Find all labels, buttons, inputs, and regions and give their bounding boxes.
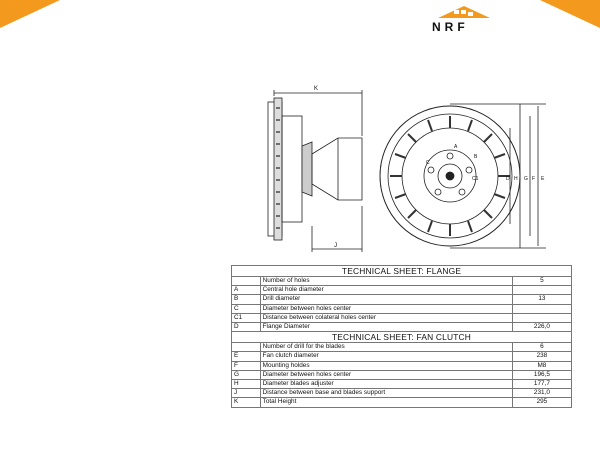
row-label: Mounting holdes — [259, 360, 513, 371]
row-label: Drill diameter — [259, 294, 513, 305]
row-label: Number of holes — [259, 275, 513, 287]
table-row: K Total Height 295 — [231, 397, 573, 408]
row-label: Distance between base and blades support — [259, 388, 513, 399]
dim-label-d: D — [506, 176, 510, 182]
row-value: M8 — [511, 360, 573, 371]
row-value: 226,0 — [511, 322, 573, 333]
table-row: G Diameter between holes center 196,5 — [231, 369, 573, 381]
dim-label-j: J — [334, 243, 337, 249]
row-code: H — [231, 379, 261, 390]
dim-label-c: C — [426, 160, 430, 166]
row-code: C1 — [231, 312, 261, 324]
orange-corner-banner-right — [540, 0, 600, 28]
row-label: Total Height — [259, 397, 513, 408]
orange-corner-banner-left — [0, 0, 60, 28]
row-code — [231, 342, 261, 353]
dim-label-g: G — [524, 176, 528, 182]
front-view — [379, 103, 546, 249]
row-code: J — [231, 388, 261, 399]
row-label: Central hole diameter — [259, 285, 513, 296]
flange-header-row: TECHNICAL SHEET: FLANGE — [231, 265, 572, 277]
table-row: H Diameter blades adjuster 177,7 — [231, 379, 573, 390]
fan-clutch-title: TECHNICAL SHEET: FAN CLUTCH — [231, 331, 572, 344]
nrf-logo-icon — [432, 6, 496, 36]
technical-drawing: K J A B C C1 D H G F E — [267, 86, 546, 252]
technical-sheet-table: TECHNICAL SHEET: FLANGE Number of holes … — [231, 265, 573, 408]
dim-label-k: K — [314, 86, 318, 92]
dim-label-a: A — [454, 144, 458, 150]
dim-label-c1: C1 — [472, 176, 479, 182]
table-row: Number of holes 5 — [231, 275, 573, 287]
row-code: A — [231, 285, 261, 296]
flange-title: TECHNICAL SHEET: FLANGE — [231, 265, 572, 277]
row-label: Diameter between holes center — [259, 303, 513, 314]
row-value: 13 — [511, 294, 573, 305]
table-row: Number of drill for the blades 6 — [231, 342, 573, 353]
table-row: B Drill diameter 13 — [231, 294, 573, 305]
side-view — [267, 90, 363, 252]
row-value: 196,5 — [511, 369, 573, 381]
table-row: D Flange Diameter 226,0 — [231, 322, 573, 333]
row-value: 5 — [511, 275, 573, 287]
row-value: 6 — [511, 342, 573, 353]
row-label: Fan clutch diameter — [259, 351, 513, 362]
table-row: F Mounting holdes M8 — [231, 360, 573, 371]
dim-label-b: B — [474, 154, 478, 160]
table-row: C1 Distance between colateral holes cent… — [231, 312, 573, 324]
row-code: B — [231, 294, 261, 305]
table-row: C Diameter between holes center — [231, 303, 573, 314]
table-row: J Distance between base and blades suppo… — [231, 388, 573, 399]
row-label: Diameter blades adjuster — [259, 379, 513, 390]
row-code: C — [231, 303, 261, 314]
row-value — [511, 285, 573, 296]
row-code: G — [231, 369, 261, 381]
row-label: Diameter between holes center — [259, 369, 513, 381]
row-value — [511, 303, 573, 314]
logo-text: NRF — [432, 20, 469, 34]
row-code: K — [231, 397, 261, 408]
row-value — [511, 312, 573, 324]
dim-label-e: E — [541, 176, 545, 182]
row-value: 231,0 — [511, 388, 573, 399]
row-code: E — [231, 351, 261, 362]
row-code — [231, 275, 261, 287]
row-code: D — [231, 322, 261, 333]
row-label: Distance between colateral holes center — [259, 312, 513, 324]
row-label: Flange Diameter — [259, 322, 513, 333]
fan-clutch-header-row: TECHNICAL SHEET: FAN CLUTCH — [231, 331, 572, 344]
dim-label-h: H — [514, 176, 518, 182]
table-row: A Central hole diameter — [231, 285, 573, 296]
dim-label-f: F — [532, 176, 535, 182]
row-value: 238 — [511, 351, 573, 362]
table-row: E Fan clutch diameter 238 — [231, 351, 573, 362]
row-value: 295 — [511, 397, 573, 408]
row-value: 177,7 — [511, 379, 573, 390]
row-code: F — [231, 360, 261, 371]
row-label: Number of drill for the blades — [259, 342, 513, 353]
